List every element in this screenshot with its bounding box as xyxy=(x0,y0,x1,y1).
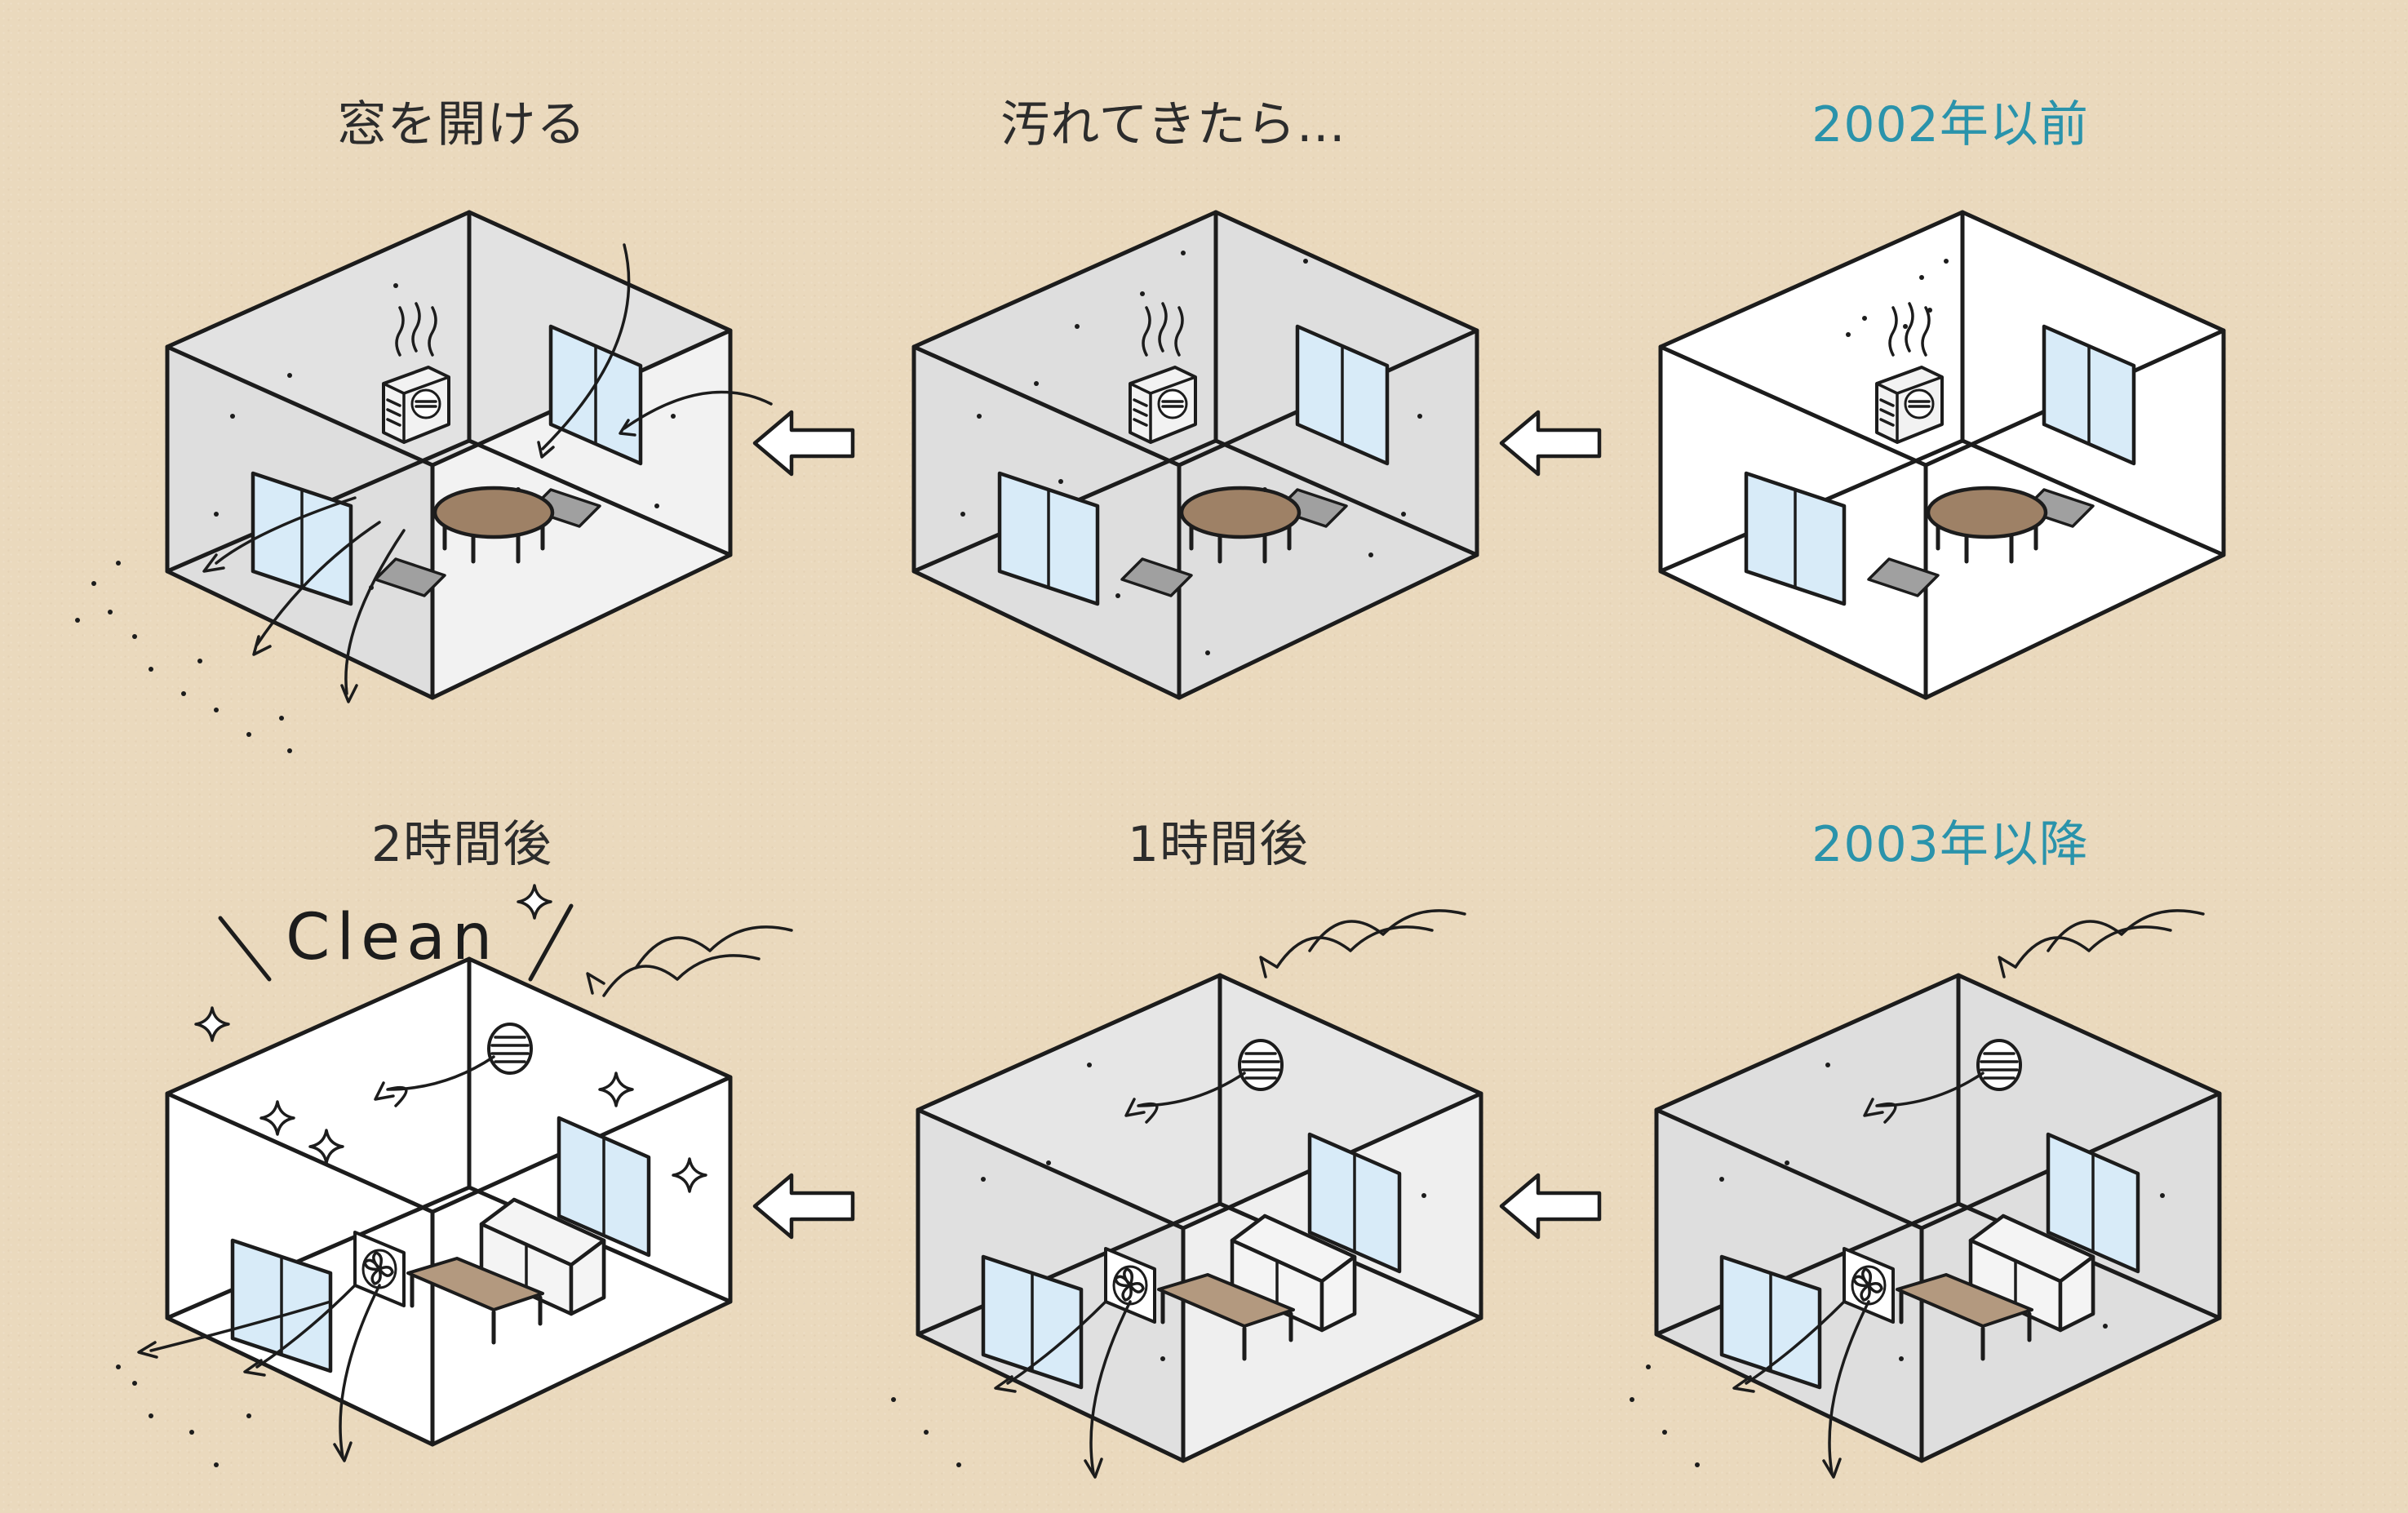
caption-after-2003: 2003年以降 xyxy=(1812,816,2089,873)
left-arrow-icon xyxy=(755,412,853,474)
caption-before-2002: 2002年以前 xyxy=(1812,96,2089,153)
sparkle-icon xyxy=(517,884,552,920)
clean-label: Clean xyxy=(286,901,499,974)
left-arrow-icon xyxy=(1501,1175,1599,1237)
vent-fan-icon xyxy=(487,1023,533,1075)
room-one-hour-later xyxy=(891,909,1481,1479)
room-two-hours-later xyxy=(116,959,730,1467)
room-open-window xyxy=(75,212,773,753)
room-before-2002 xyxy=(1661,212,2224,698)
room-after-2003 xyxy=(1630,909,2220,1479)
left-arrow-icon xyxy=(755,1175,853,1237)
left-arrow-icon xyxy=(1501,412,1599,474)
room-getting-dirty xyxy=(914,212,1477,698)
caption-open-window: 窓を開ける xyxy=(337,96,587,153)
sparkle-icon xyxy=(194,1006,230,1042)
caption-one-hour-later: 1時間後 xyxy=(1127,816,1310,873)
caption-getting-dirty: 汚れてきたら… xyxy=(1000,96,1346,153)
caption-two-hours-later: 2時間後 xyxy=(370,816,553,873)
